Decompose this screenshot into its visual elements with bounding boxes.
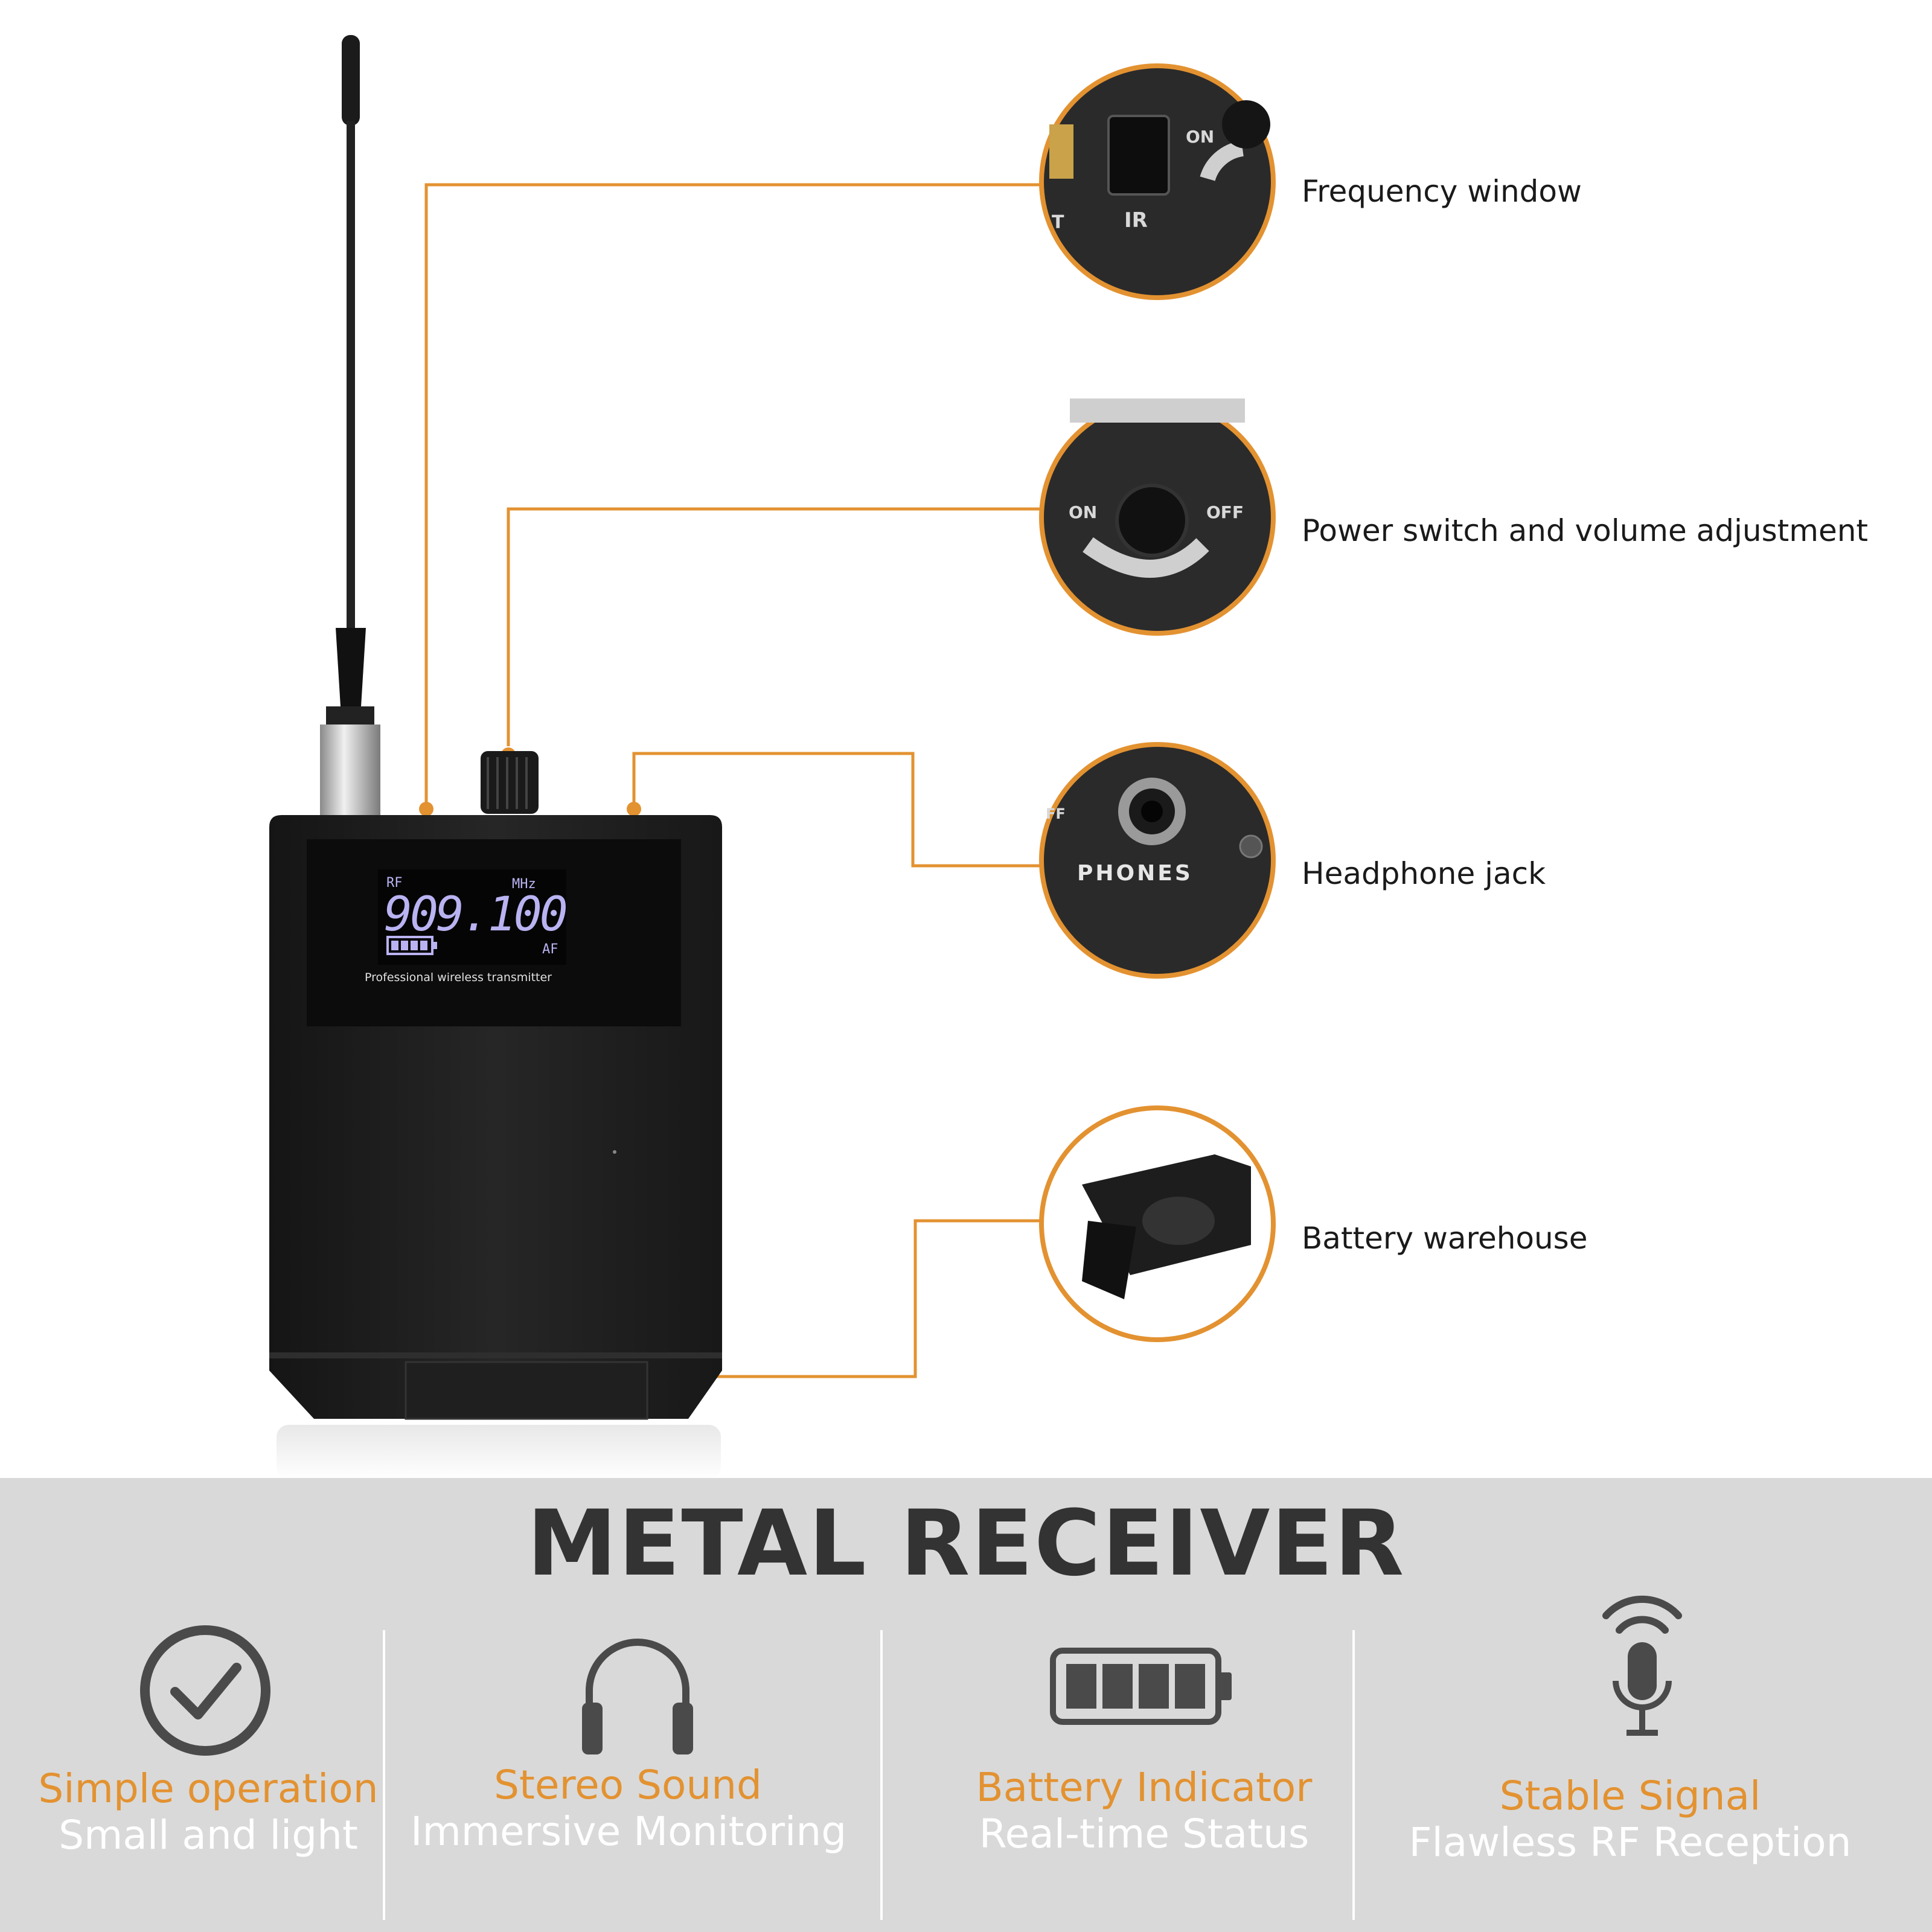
receiver-device [269, 35, 722, 1479]
power-switch-detail: ON OFF [1039, 398, 1276, 636]
svg-text:ON: ON [1186, 127, 1214, 147]
battery-warehouse-connector [647, 1219, 1040, 1378]
feature-subtitle: Small and light [59, 1812, 358, 1858]
svg-text:FF: FF [1046, 805, 1066, 822]
headphone-jack-detail: PHONES FF [1039, 742, 1276, 979]
svg-text:T: T [1052, 212, 1064, 233]
feature-title: Simple operation [38, 1765, 379, 1812]
feature-divider [383, 1630, 385, 1920]
headphones-icon [582, 1639, 693, 1754]
callout-label-battery-warehouse: Battery warehouse [1302, 1221, 1588, 1256]
page-title: METAL RECEIVER [526, 1491, 1406, 1596]
lcd-unit-label: MHz [512, 877, 536, 892]
svg-text:PHONES: PHONES [1077, 861, 1193, 886]
callout-label-frequency-window: Frequency window [1302, 174, 1582, 209]
feature-title: Stable Signal [1499, 1773, 1761, 1819]
lcd-frequency: 909.100 [384, 888, 568, 942]
svg-text:IR: IR [1124, 208, 1148, 232]
callout-label-headphone-jack: Headphone jack [1302, 856, 1546, 891]
feature-stable-signal: Stable Signal Flawless RF Reception [1389, 1773, 1872, 1866]
svg-text:OFF: OFF [1206, 502, 1244, 522]
feature-simple-operation: Simple operation Small and light [30, 1765, 386, 1858]
feature-subtitle: Flawless RF Reception [1409, 1819, 1852, 1866]
headphone-jack-dot [627, 802, 641, 816]
battery-warehouse-detail [1039, 1105, 1276, 1342]
frequency-window-detail: IR ON T [1039, 63, 1276, 300]
lcd-af-label: AF [542, 942, 558, 957]
feature-stereo-sound: Stereo Sound Immersive Monitoring [411, 1762, 847, 1855]
feature-divider [880, 1630, 883, 1920]
feature-subtitle: Immersive Monitoring [411, 1808, 847, 1855]
battery-icon [1050, 1648, 1232, 1725]
lcd-rf-label: RF [386, 875, 403, 891]
frequency-window-dot [419, 802, 433, 816]
power-switch-connector [507, 507, 1040, 746]
microphone-signal-icon [1602, 1595, 1682, 1736]
feature-panel [0, 1478, 1932, 1932]
feature-battery-indicator: Battery Indicator Real-time Status [930, 1764, 1358, 1857]
headphone-jack-connector [632, 752, 1040, 868]
frequency-window-connector [424, 183, 1040, 809]
feature-divider [1352, 1630, 1355, 1920]
callout-label-power-switch: Power switch and volume adjustment [1302, 513, 1869, 548]
device-caption: Professional wireless transmitter [365, 971, 552, 984]
check-circle-icon [140, 1625, 270, 1756]
feature-subtitle: Real-time Status [979, 1811, 1310, 1857]
feature-title: Battery Indicator [976, 1764, 1313, 1811]
feature-title: Stereo Sound [494, 1762, 762, 1808]
svg-text:ON: ON [1069, 502, 1097, 522]
